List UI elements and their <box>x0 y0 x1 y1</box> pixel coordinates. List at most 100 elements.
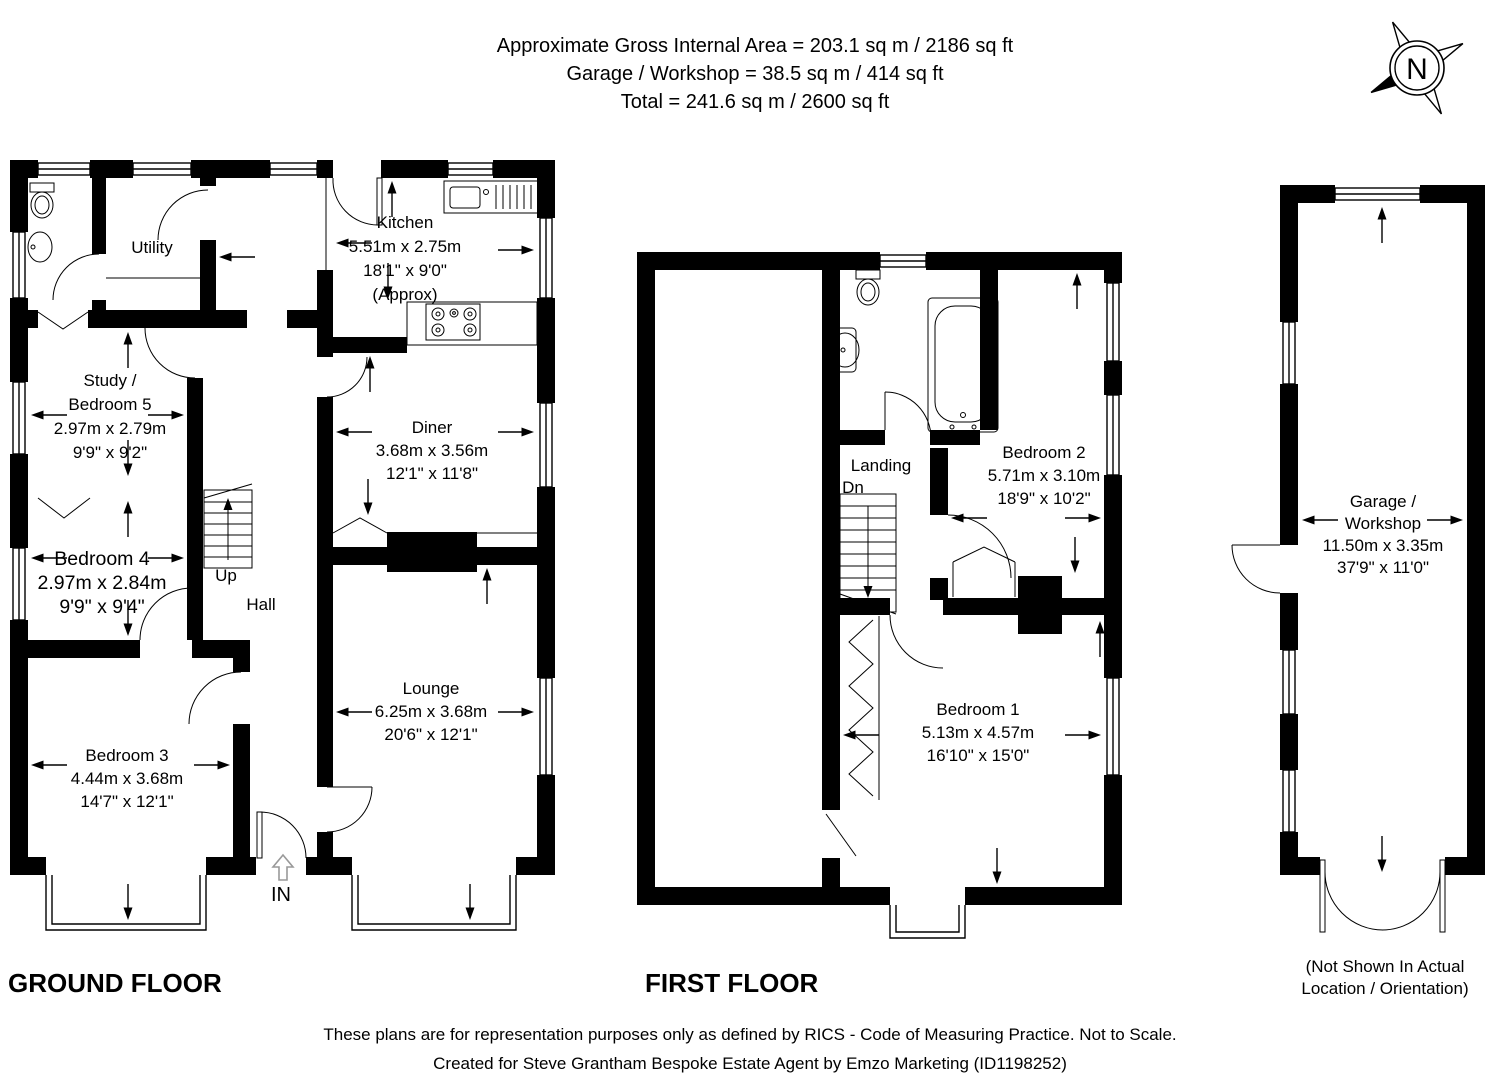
bedroom2-label-name: Bedroom 2 <box>1002 443 1085 462</box>
dimension-arrow <box>1071 272 1083 310</box>
lounge-label-name: Lounge <box>403 679 460 698</box>
lounge-label-imperial: 20'6" x 12'1" <box>384 725 477 744</box>
door-arc <box>326 356 368 398</box>
first-floor-plan: Landing Dn Bedroom 2 5.71m x 3.10m 18'9"… <box>637 252 1122 939</box>
stairs-up <box>203 483 253 569</box>
garage-note-line2: Location / Orientation) <box>1301 979 1468 998</box>
entrance-in-label: IN <box>271 884 291 906</box>
garage-doors <box>1319 859 1446 933</box>
window-icon <box>447 160 494 178</box>
bay-window-icon <box>889 905 966 939</box>
kitchen-label-name: Kitchen <box>377 213 434 232</box>
stairs-down <box>839 493 897 615</box>
dimension-arrow <box>497 706 535 718</box>
window-icon <box>269 160 318 178</box>
window-icon <box>10 547 28 621</box>
bedroom1-label-imperial: 16'10" x 15'0" <box>927 746 1030 765</box>
in-arrow-icon <box>271 853 295 881</box>
window-icon <box>1280 769 1298 833</box>
door-arc <box>325 177 383 270</box>
window-icon <box>879 252 927 270</box>
footer: These plans are for representation purpo… <box>323 1025 1176 1073</box>
door-arc <box>52 253 100 301</box>
double-door-icon <box>37 497 91 519</box>
dimension-arrow <box>991 847 1003 885</box>
dimension-arrow <box>842 729 880 741</box>
dimension-arrow <box>335 706 373 718</box>
dimension-arrow <box>218 251 256 263</box>
dimension-arrow <box>1426 514 1464 526</box>
bedroom4-label-name: Bedroom 4 <box>54 548 150 570</box>
dimension-arrow <box>335 426 373 438</box>
dimension-arrow <box>497 244 535 256</box>
stairs-up-label: Up <box>215 566 237 585</box>
window-icon <box>537 402 555 488</box>
bedroom4-label-metric: 2.97m x 2.84m <box>38 572 167 594</box>
window-icon <box>1334 185 1421 203</box>
door-arc <box>139 587 193 641</box>
door-arc <box>889 614 944 669</box>
footer-line-1: These plans are for representation purpo… <box>323 1025 1176 1044</box>
window-icon <box>10 381 28 455</box>
bedroom1-label-metric: 5.13m x 4.57m <box>922 723 1034 742</box>
dimension-arrow <box>30 759 68 771</box>
bedroom4-label-imperial: 9'9" x 9'4" <box>59 596 144 618</box>
door-arc <box>144 327 196 379</box>
sink-icon <box>27 231 53 263</box>
dimension-arrow <box>464 883 476 921</box>
entrance-door <box>256 811 307 859</box>
window-icon <box>1104 282 1122 362</box>
bay-window-icon <box>45 875 207 931</box>
bedroom1-label-name: Bedroom 1 <box>936 700 1019 719</box>
window-icon <box>537 677 555 776</box>
hall-label: Hall <box>246 595 275 614</box>
dimension-arrow <box>362 478 374 516</box>
landing-label: Landing <box>851 456 912 475</box>
footer-line-2: Created for Steve Grantham Bespoke Estat… <box>433 1054 1067 1073</box>
dimension-arrow <box>122 883 134 921</box>
header: Approximate Gross Internal Area = 203.1 … <box>497 35 1014 113</box>
window-icon <box>37 160 91 178</box>
diner-label-metric: 3.68m x 3.56m <box>376 441 488 460</box>
compass-north-icon: N <box>1370 21 1464 115</box>
double-door-icon <box>37 311 89 330</box>
diner-label-name: Diner <box>412 418 453 437</box>
dimension-arrow <box>386 180 398 218</box>
first-floor-title: FIRST FLOOR <box>645 968 819 998</box>
dimension-arrow <box>950 512 988 524</box>
dimension-arrow <box>497 426 535 438</box>
header-line-3: Total = 241.6 sq m / 2600 sq ft <box>621 91 890 113</box>
dimension-arrow <box>1094 620 1106 658</box>
door-arc <box>884 391 932 439</box>
bedroom2-label-imperial: 18'9" x 10'2" <box>997 489 1090 508</box>
wardrobe-icon <box>848 616 880 800</box>
dimension-arrow <box>193 759 231 771</box>
bathtub-icon <box>927 297 999 433</box>
hob-icon <box>406 301 538 346</box>
diner-label-imperial: 12'1" x 11'8" <box>386 464 478 483</box>
stairs-dn-label: Dn <box>842 478 864 497</box>
kitchen-sink-icon <box>443 180 539 214</box>
ground-floor-plan: Utility Kitchen 5.51m x 2.75m 18'1" x 9'… <box>10 160 555 931</box>
dimension-arrow <box>1301 514 1339 526</box>
ground-floor-title: GROUND FLOOR <box>8 968 222 998</box>
window-icon <box>132 160 192 178</box>
kitchen-label-imperial: 18'1" x 9'0" <box>363 261 447 280</box>
window-icon <box>1104 677 1122 776</box>
header-line-2: Garage / Workshop = 38.5 sq m / 414 sq f… <box>566 63 943 85</box>
window-icon <box>537 217 555 299</box>
door-arc <box>1231 544 1281 594</box>
dimension-arrow <box>1376 206 1388 244</box>
study-label-metric: 2.97m x 2.79m <box>54 419 166 438</box>
toilet-icon <box>29 182 55 219</box>
garage-label-name1: Garage / <box>1350 492 1416 511</box>
dimension-arrow <box>481 567 493 605</box>
header-line-1: Approximate Gross Internal Area = 203.1 … <box>497 35 1014 57</box>
door-arc <box>825 813 857 857</box>
bedroom3-label-name: Bedroom 3 <box>85 746 168 765</box>
double-door-icon <box>952 546 1016 597</box>
window-icon <box>1280 649 1298 715</box>
utility-label: Utility <box>131 238 173 257</box>
compass-n-label: N <box>1406 53 1428 86</box>
